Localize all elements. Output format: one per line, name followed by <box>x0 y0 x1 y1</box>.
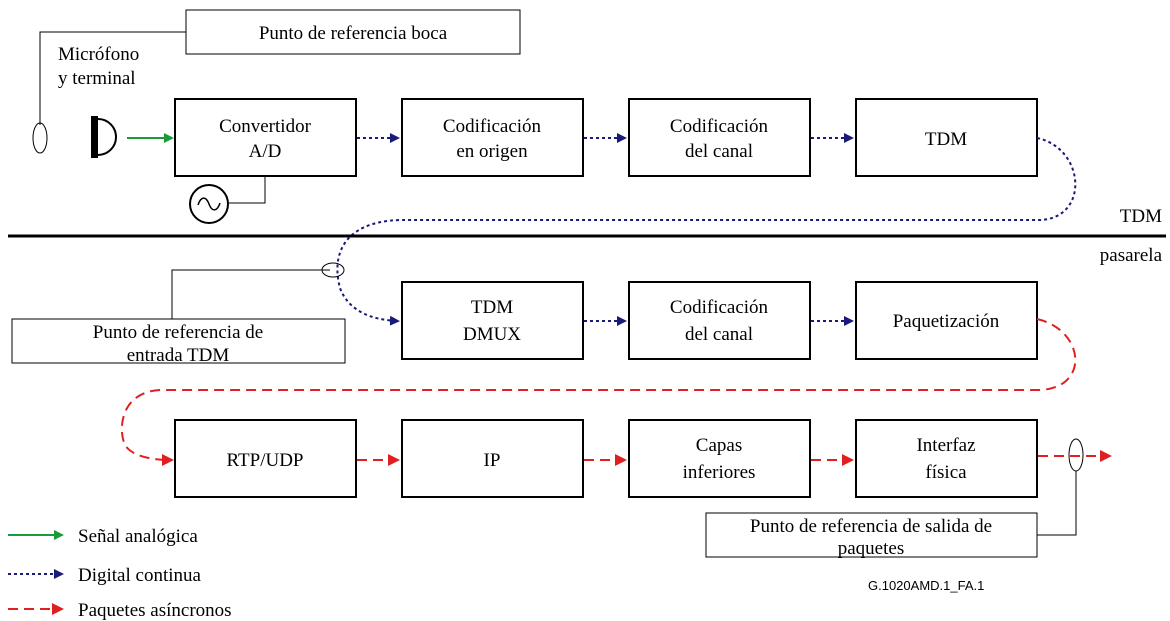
svg-text:TDM: TDM <box>471 297 513 318</box>
microphone-label-line2: y terminal <box>58 68 136 89</box>
svg-text:Punto de referencia de salida: Punto de referencia de salida de <box>750 516 992 537</box>
source-coding-box: Codificación en origen <box>401 98 584 177</box>
microphone-icon <box>91 116 117 158</box>
legend-digital-label: Digital continua <box>78 565 202 586</box>
svg-text:Codificación: Codificación <box>670 297 769 318</box>
mouth-reference-marker <box>32 122 48 154</box>
packet-curve-to-rtp <box>120 318 1077 466</box>
oscillator-icon <box>189 184 229 224</box>
packetization-box: Paquetización <box>855 281 1038 360</box>
svg-text:Codificación: Codificación <box>670 116 769 137</box>
svg-text:en origen: en origen <box>456 141 528 162</box>
tdm-input-marker <box>321 262 345 278</box>
channel-coding-box-bottom: Codificación del canal <box>628 281 811 360</box>
svg-text:del canal: del canal <box>685 141 753 162</box>
svg-text:DMUX: DMUX <box>463 324 521 345</box>
svg-text:entrada TDM: entrada TDM <box>127 345 230 366</box>
svg-text:inferiores: inferiores <box>683 462 756 483</box>
legend-analog-label: Señal analógica <box>78 526 198 547</box>
lower-layers-box: Capas inferiores <box>628 419 811 498</box>
svg-text:RTP/UDP: RTP/UDP <box>227 450 304 471</box>
svg-text:IP: IP <box>484 450 501 471</box>
svg-text:física: física <box>925 462 967 483</box>
svg-text:TDM: TDM <box>925 129 967 150</box>
svg-text:Interfaz: Interfaz <box>916 435 975 456</box>
svg-text:paquetes: paquetes <box>838 538 904 559</box>
boundary-gateway-label: pasarela <box>1100 245 1163 266</box>
digital-curve-tdm-to-dmux <box>336 137 1077 326</box>
channel-coding-box-top: Codificación del canal <box>628 98 811 177</box>
svg-text:Codificación: Codificación <box>443 116 542 137</box>
mouth-reference-label: Punto de referencia boca <box>259 23 448 44</box>
svg-text:Convertidor: Convertidor <box>219 116 311 137</box>
legend: Señal analógica Digital continua Paquete… <box>8 526 232 621</box>
ip-box: IP <box>401 419 584 498</box>
converter-ad-box: Convertidor A/D <box>174 98 357 177</box>
tdm-box: TDM <box>855 98 1038 177</box>
tdm-dmux-box: TDM DMUX <box>401 281 584 360</box>
svg-text:Punto de referencia de: Punto de referencia de <box>93 322 263 343</box>
tdm-input-reference-point: Punto de referencia de entrada TDM <box>11 262 346 366</box>
rtp-udp-box: RTP/UDP <box>174 419 357 498</box>
mouth-reference-point: Punto de referencia boca <box>32 9 521 154</box>
svg-text:Paquetización: Paquetización <box>893 311 1000 332</box>
clock-leader <box>229 176 266 204</box>
svg-text:Capas: Capas <box>696 435 742 456</box>
boundary-tdm-label: TDM <box>1120 206 1162 227</box>
microphone-label-line1: Micrófono <box>58 44 139 65</box>
svg-text:A/D: A/D <box>249 141 282 162</box>
svg-text:del canal: del canal <box>685 324 753 345</box>
legend-packet-label: Paquetes asíncronos <box>78 600 232 621</box>
physical-interface-box: Interfaz física <box>855 419 1038 498</box>
packet-output-reference-point: Punto de referencia de salida de paquete… <box>705 438 1084 559</box>
figure-code: G.1020AMD.1_FA.1 <box>868 578 984 593</box>
